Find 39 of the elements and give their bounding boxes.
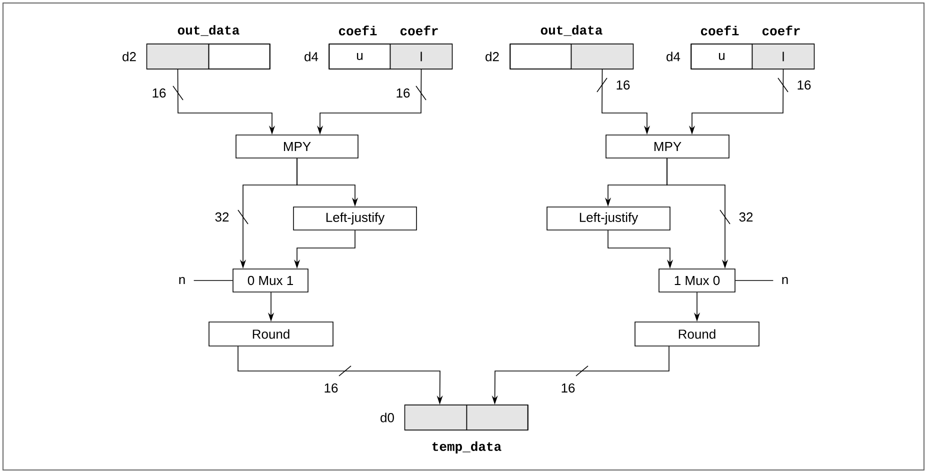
register-name: d4 xyxy=(304,52,318,62)
signal-name: n xyxy=(782,277,788,284)
register-heading: temp_data xyxy=(432,441,502,454)
process-box: Left-justify xyxy=(293,206,417,230)
register-name: d2 xyxy=(486,52,499,62)
process-box: Round xyxy=(208,322,334,346)
connector xyxy=(193,280,234,281)
register-field xyxy=(404,404,468,430)
register-heading: out_data xyxy=(178,25,240,36)
field-heading: coefr xyxy=(400,26,438,36)
register-field xyxy=(146,44,210,70)
register-name: d2 xyxy=(122,52,136,62)
bus-width-label: 32 xyxy=(739,212,753,222)
register-field: l xyxy=(752,44,815,70)
process-box: MPY xyxy=(236,134,358,158)
bus-width-label: 16 xyxy=(152,88,166,98)
process-box: MPY xyxy=(606,134,730,158)
register-name: d0 xyxy=(380,412,394,422)
register-field xyxy=(208,44,270,70)
register-field xyxy=(570,44,634,70)
register-field xyxy=(466,404,528,430)
field-heading: coefr xyxy=(762,26,800,36)
bus-width-label: 16 xyxy=(324,383,338,393)
field-heading: coefi xyxy=(338,26,377,36)
bus-width-label: 16 xyxy=(616,80,630,90)
signal-name: n xyxy=(179,277,185,284)
register-heading: out_data xyxy=(540,25,602,36)
process-box: Left-justify xyxy=(546,206,670,230)
register-name: d4 xyxy=(666,52,680,62)
field-heading: coefi xyxy=(700,26,739,36)
process-box: Round xyxy=(634,322,760,346)
connector xyxy=(735,280,774,281)
register-field: l xyxy=(390,44,453,70)
bus-width-label: 16 xyxy=(396,88,410,98)
bus-width-label: 16 xyxy=(562,383,575,393)
bus-width-label: 16 xyxy=(798,80,811,90)
bus-width-label: 32 xyxy=(215,212,229,222)
process-box: 1 Mux 0 xyxy=(658,268,736,292)
process-box: 0 Mux 1 xyxy=(232,268,308,292)
